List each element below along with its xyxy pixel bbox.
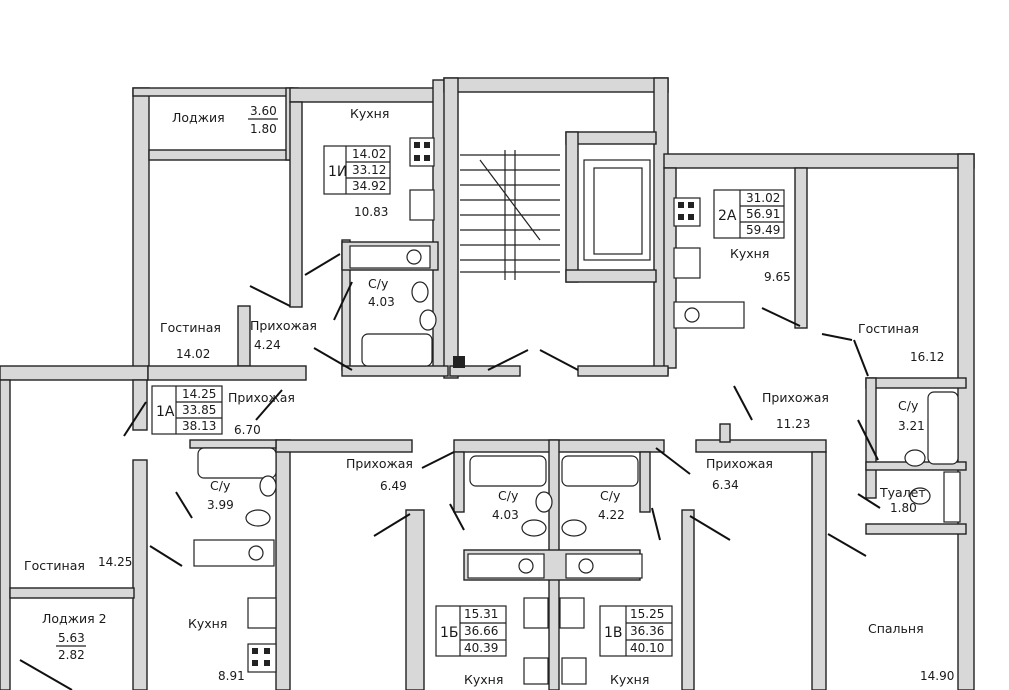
kitchen-1a-label: Кухня	[188, 616, 227, 631]
apartment-2a-tag: 2А 31.02 56.91 59.49	[713, 189, 785, 239]
bath-2a-label: С/у	[898, 398, 919, 413]
fixtures	[193, 137, 961, 685]
hall-1b-label: Прихожая	[346, 456, 413, 471]
bedroom-2a-label: Спальня	[868, 621, 924, 636]
bath-1v-area: 4.22	[598, 508, 625, 522]
living-1a-label: Гостиная	[24, 558, 85, 573]
apartment-2a-code: 2А	[718, 208, 737, 224]
kitchen-2a-label: Кухня	[730, 246, 769, 261]
staircase	[453, 150, 560, 368]
apartment-1b-code: 1Б	[440, 625, 459, 641]
bath-1i-area: 4.03	[368, 295, 395, 309]
hall-2a-label: Прихожая	[762, 390, 829, 405]
apartment-1a-gross: 38.13	[182, 419, 216, 433]
hall-1a-area: 6.70	[234, 423, 261, 437]
apartment-2a-gross: 59.49	[746, 223, 780, 237]
wc-2a-label: Туалет	[879, 485, 926, 500]
apartment-1b-living: 15.31	[464, 607, 498, 621]
apartment-1v-tag: 1В 15.25 36.36 40.10	[599, 605, 673, 657]
living-2a-label: Гостиная	[858, 321, 919, 336]
hall-1i-area: 4.24	[254, 338, 281, 352]
bath-1i-label: С/у	[368, 276, 389, 291]
bedroom-2a-area: 14.90	[920, 669, 954, 683]
apartment-1v-total: 36.36	[630, 624, 664, 638]
apartment-1b-tag: 1Б 15.31 36.66 40.39	[435, 605, 507, 657]
loggia2-area-b: 2.82	[58, 648, 85, 662]
living-2a-area: 16.12	[910, 350, 944, 364]
doors	[19, 253, 881, 690]
apartment-2a-total: 56.91	[746, 207, 780, 221]
apartment-1a-total: 33.85	[182, 403, 216, 417]
apartment-1v-code: 1В	[604, 625, 623, 641]
kitchen-1b-label: Кухня	[464, 672, 503, 687]
wc-2a-area: 1.80	[890, 501, 917, 515]
apartment-1b-total: 36.66	[464, 624, 498, 638]
living-1i-area: 14.02	[176, 347, 210, 361]
hall-1i-label: Прихожая	[250, 318, 317, 333]
apartment-2a-living: 31.02	[746, 191, 780, 205]
apartment-1a-tag: 1А 14.25 33.85 38.13	[151, 385, 223, 435]
hall-1b-area: 6.49	[380, 479, 407, 493]
bath-1b-label: С/у	[498, 488, 519, 503]
loggia2-area-a: 5.63	[58, 631, 85, 645]
living-1a-area: 14.25	[98, 555, 132, 569]
bath-1b-area: 4.03	[492, 508, 519, 522]
apartment-1i-total: 33.12	[352, 163, 386, 177]
apartment-1b-gross: 40.39	[464, 641, 498, 655]
loggia-top-area-a: 3.60	[250, 104, 277, 118]
bath-1v-label: С/у	[600, 488, 621, 503]
bath-1a-label: С/у	[210, 478, 231, 493]
kitchen-2a-area: 9.65	[764, 270, 791, 284]
kitchen-1v-label: Кухня	[610, 672, 649, 687]
living-1i-label: Гостиная	[160, 320, 221, 335]
apartment-1v-gross: 40.10	[630, 641, 664, 655]
hall-1a-label: Прихожая	[228, 390, 295, 405]
apartment-1v-living: 15.25	[630, 607, 664, 621]
loggia-top-area-b: 1.80	[250, 122, 277, 136]
kitchen-1i-label: Кухня	[350, 106, 389, 121]
apartment-1a-living: 14.25	[182, 387, 216, 401]
apartment-1i-gross: 34.92	[352, 179, 386, 193]
bath-1a-area: 3.99	[207, 498, 234, 512]
apartment-1a-code: 1А	[156, 404, 175, 420]
hall-1v-label: Прихожая	[706, 456, 773, 471]
kitchen-1a-area: 8.91	[218, 669, 245, 683]
bath-2a-area: 3.21	[898, 419, 925, 433]
hall-1v-area: 6.34	[712, 478, 739, 492]
loggia2-label: Лоджия 2	[42, 611, 107, 626]
room-labels: Лоджия 3.60 1.80 Кухня 10.83 С/у 4.03 Пр…	[24, 104, 954, 687]
apartment-1i-living: 14.02	[352, 147, 386, 161]
hall-2a-area: 11.23	[776, 417, 810, 431]
kitchen-1i-area: 10.83	[354, 205, 388, 219]
loggia-top-label: Лоджия	[172, 110, 225, 125]
apartment-1i-code: 1И	[328, 164, 347, 180]
apartment-1i-tag: 1И 14.02 33.12 34.92	[323, 145, 391, 195]
